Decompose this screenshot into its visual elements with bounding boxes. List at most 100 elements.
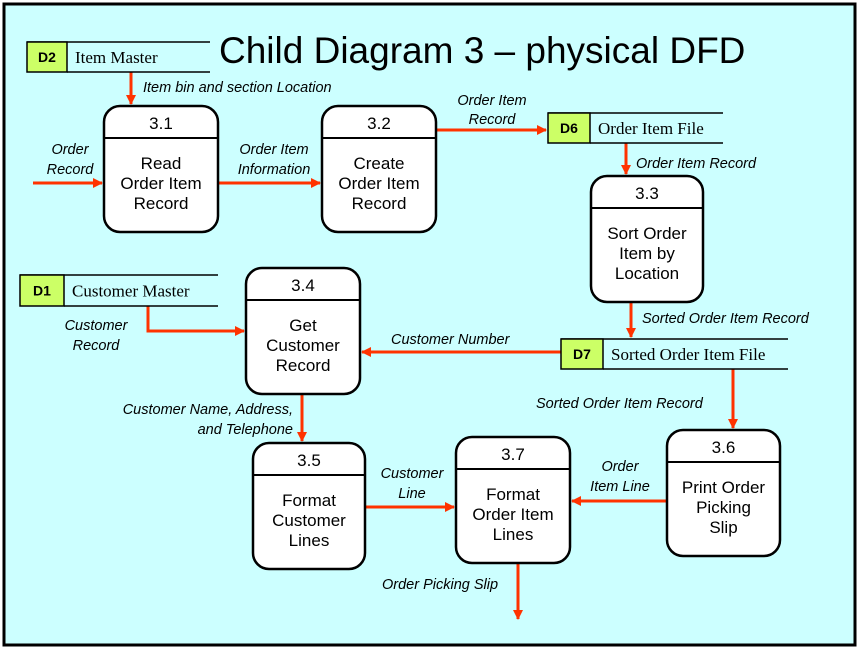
flow-label-line: Order Picking Slip bbox=[382, 577, 498, 593]
process-name-line: Slip bbox=[709, 518, 737, 537]
process-name-line: Format bbox=[282, 491, 336, 510]
flow-label-line: Customer bbox=[65, 318, 129, 334]
flow-label-line: Information bbox=[238, 162, 311, 178]
flow-label-line: Order bbox=[601, 459, 639, 475]
process-name-line: Order Item bbox=[338, 174, 419, 193]
flow-label-line: Sorted Order Item Record bbox=[536, 396, 704, 412]
store-name: Customer Master bbox=[72, 282, 190, 301]
flow-label-customer-number: Customer Number bbox=[391, 332, 511, 348]
store-id: D6 bbox=[560, 120, 578, 136]
flow-label-line: and Telephone bbox=[198, 422, 293, 438]
flow-label-line: Customer Name, Address, bbox=[123, 402, 293, 418]
store-id: D7 bbox=[573, 346, 591, 362]
data-store-d2[interactable]: D2 Item Master bbox=[26, 41, 210, 73]
store-id-box bbox=[26, 41, 68, 73]
store-id-box bbox=[19, 274, 65, 307]
flow-label-line: Order Item bbox=[239, 142, 308, 158]
flow-label-line: Order bbox=[51, 142, 89, 158]
process-name-line: Format bbox=[486, 485, 540, 504]
flow-label-line: Item Line bbox=[590, 479, 650, 495]
process-name-line: Read bbox=[141, 154, 182, 173]
flow-label-item-bin: Item bin and section Location bbox=[143, 80, 332, 96]
process-name-line: Record bbox=[352, 194, 407, 213]
process-name-line: Order Item bbox=[472, 505, 553, 524]
store-id-box bbox=[547, 112, 591, 144]
flow-label-line: Item bin and section Location bbox=[143, 80, 332, 96]
process-name-line: Record bbox=[276, 356, 331, 375]
flow-label-order-picking-slip: Order Picking Slip bbox=[382, 577, 498, 593]
flow-label-line: Customer Number bbox=[391, 332, 511, 348]
flow-label-sorted-oir-top: Sorted Order Item Record bbox=[642, 311, 810, 327]
flow-label-line: Sorted Order Item Record bbox=[642, 311, 810, 327]
process-id: 3.7 bbox=[501, 445, 525, 464]
diagram-title: Child Diagram 3 – physical DFD bbox=[219, 30, 745, 71]
arrow-d1-to-3-4 bbox=[146, 306, 245, 336]
process-id: 3.2 bbox=[367, 114, 391, 133]
process-name-line: Lines bbox=[493, 525, 534, 544]
process-name-line: Record bbox=[134, 194, 189, 213]
process-id: 3.1 bbox=[149, 114, 173, 133]
flow-label-line: Line bbox=[398, 486, 425, 502]
flow-label-line: Record bbox=[73, 338, 121, 354]
process-id: 3.5 bbox=[297, 451, 321, 470]
store-id: D2 bbox=[38, 49, 56, 65]
flow-label-order-item-record-d6: Order Item Record bbox=[636, 156, 757, 172]
store-id-box bbox=[560, 338, 604, 370]
process-name-line: Print Order bbox=[682, 478, 765, 497]
data-flow-arrows bbox=[33, 72, 738, 620]
store-name: Item Master bbox=[75, 48, 158, 67]
process-id: 3.6 bbox=[712, 438, 736, 457]
process-name-line: Customer bbox=[266, 336, 340, 355]
flow-label-cust-name-addr: Customer Name, Address, and Telephone bbox=[123, 402, 293, 438]
data-store-d1[interactable]: D1 Customer Master bbox=[19, 274, 218, 307]
process-name-line: Order Item bbox=[120, 174, 201, 193]
process-name-line: Get bbox=[289, 316, 317, 335]
process-name-line: Picking bbox=[696, 498, 751, 517]
process-name-line: Item by bbox=[619, 244, 675, 263]
flow-label-line: Record bbox=[47, 162, 95, 178]
process-name-line: Create bbox=[353, 154, 404, 173]
process-name-line: Sort Order bbox=[607, 224, 687, 243]
data-store-d6[interactable]: D6 Order Item File bbox=[547, 112, 723, 144]
flow-label-line: Order Item bbox=[457, 93, 526, 109]
data-store-d7[interactable]: D7 Sorted Order Item File bbox=[560, 338, 788, 370]
store-id: D1 bbox=[33, 283, 51, 299]
process-name-line: Customer bbox=[272, 511, 346, 530]
process-name-line: Lines bbox=[289, 531, 330, 550]
store-name: Order Item File bbox=[598, 119, 704, 138]
process-id: 3.3 bbox=[635, 184, 659, 203]
process-id: 3.4 bbox=[291, 276, 315, 295]
flow-label-line: Record bbox=[469, 112, 517, 128]
process-name-line: Location bbox=[615, 264, 679, 283]
flow-label-sorted-oir-bottom: Sorted Order Item Record bbox=[536, 396, 704, 412]
flow-label-line: Order Item Record bbox=[636, 156, 757, 172]
store-name: Sorted Order Item File bbox=[611, 345, 765, 364]
flow-label-line: Customer bbox=[381, 466, 445, 482]
